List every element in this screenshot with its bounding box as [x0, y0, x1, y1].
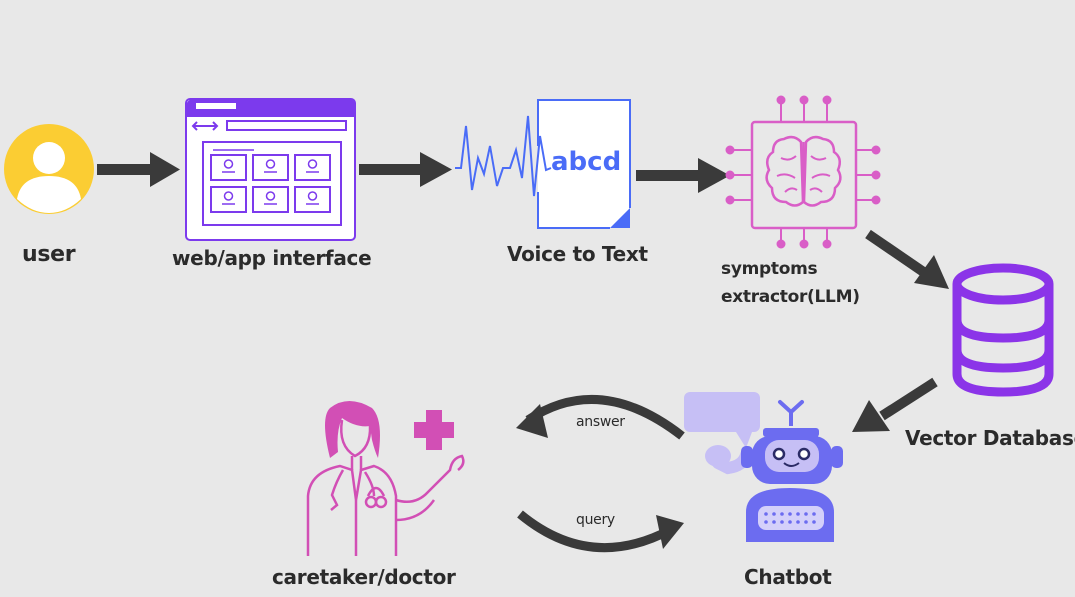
arrow-icon	[97, 152, 180, 187]
vector-database-label: Vector Database	[905, 426, 1075, 450]
arrows	[97, 152, 949, 553]
symptoms-label-line2: extractor(LLM)	[721, 287, 860, 307]
query-label: query	[576, 512, 615, 528]
database-icon	[952, 263, 1054, 397]
browser-window-icon	[185, 98, 356, 241]
user-avatar-icon	[4, 124, 94, 214]
arrow-icon	[359, 152, 452, 187]
chatbot-label: Chatbot	[744, 565, 832, 589]
arrow-icon	[636, 158, 730, 193]
arrow-icon	[865, 229, 949, 289]
robot-chat-icon	[684, 392, 843, 542]
query-arrow	[517, 510, 684, 553]
caretaker-label: caretaker/doctor	[272, 565, 456, 589]
doctor-icon	[306, 401, 465, 556]
web-app-label: web/app interface	[172, 246, 372, 270]
svg-text:abcd: abcd	[551, 147, 621, 177]
arrow-icon	[852, 377, 938, 432]
symptoms-label-line1: symptoms	[721, 259, 818, 279]
voice-waveform-document-icon: abcd	[455, 99, 631, 229]
brain-chip-icon	[725, 95, 881, 249]
voice-to-text-label: Voice to Text	[507, 242, 648, 266]
user-label: user	[22, 242, 76, 267]
answer-label: answer	[576, 414, 625, 430]
answer-arrow	[516, 394, 685, 440]
